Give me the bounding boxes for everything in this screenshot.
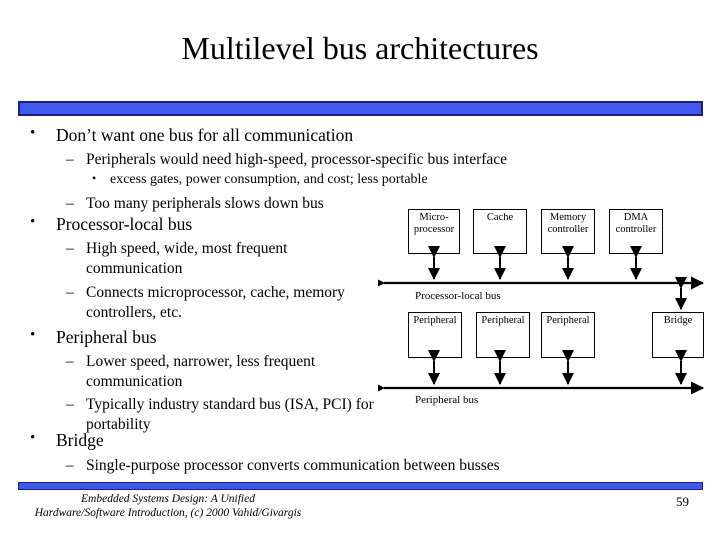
bullet-text: Connects microprocessor, cache, memory c… (86, 284, 345, 321)
bullet-marker: • (30, 430, 36, 446)
bullet-item: – Single-purpose processor converts comm… (66, 456, 606, 476)
bullet-text: Bridge (56, 430, 104, 450)
bullet-marker: • (30, 214, 36, 230)
bullet-item: • Processor-local bus (30, 214, 192, 234)
bullet-text: Processor-local bus (56, 214, 193, 234)
bullet-text: High speed, wide, most frequent communic… (86, 240, 288, 277)
footer-line-2: Hardware/Software Introduction, (c) 2000… (34, 507, 302, 519)
dash-marker: – (66, 396, 74, 413)
dash-marker: – (66, 240, 74, 257)
dash-marker: – (66, 457, 74, 474)
bullet-text: Lower speed, narrower, less frequent com… (86, 353, 316, 390)
bullet-item: – Lower speed, narrower, less frequent c… (66, 352, 352, 391)
bullet-text: Don’t want one bus for all communication (56, 125, 354, 145)
divider-bar-top (18, 101, 703, 116)
dash-marker: – (66, 353, 74, 370)
bullet-text: Peripheral bus (56, 327, 157, 347)
bullet-text: Too many peripherals slows down bus (86, 195, 324, 212)
bullet-text: Single-purpose processor converts commun… (86, 457, 500, 474)
bullet-text: excess gates, power consumption, and cos… (110, 172, 428, 187)
bus-diagram-arrows (378, 246, 705, 395)
processor-local-bus-label: Processor-local bus (415, 290, 501, 302)
bullet-marker: • (92, 171, 97, 185)
bullet-text: Peripherals would need high-speed, proce… (86, 151, 508, 168)
bullet-item: – Peripherals would need high-speed, pro… (66, 150, 507, 170)
bullet-item: • excess gates, power consumption, and c… (92, 171, 428, 188)
bullet-marker: • (30, 125, 36, 141)
bullet-item: – High speed, wide, most frequent commun… (66, 239, 316, 278)
bullet-item: • Peripheral bus (30, 327, 157, 347)
page-title: Multilevel bus architectures (181, 30, 539, 66)
divider-bar-bottom (18, 482, 703, 490)
peripheral-bus-label: Peripheral bus (415, 394, 479, 406)
footer-line-1: Embedded Systems Design: A Unified (81, 493, 255, 505)
footer-citation: Embedded Systems Design: A Unified Hardw… (18, 492, 318, 520)
dash-marker: – (66, 151, 74, 168)
bullet-item: – Too many peripherals slows down bus (66, 194, 324, 214)
page-number: 59 (676, 494, 689, 509)
bullet-item: • Bridge (30, 430, 104, 450)
bullet-item: – Typically industry standard bus (ISA, … (66, 395, 394, 434)
bullet-marker: • (30, 327, 36, 343)
bullet-item: • Don’t want one bus for all communicati… (30, 125, 353, 145)
bullet-item: – Connects microprocessor, cache, memory… (66, 283, 374, 322)
bullet-text: Typically industry standard bus (ISA, PC… (86, 396, 374, 433)
dash-marker: – (66, 284, 74, 301)
dash-marker: – (66, 195, 74, 212)
